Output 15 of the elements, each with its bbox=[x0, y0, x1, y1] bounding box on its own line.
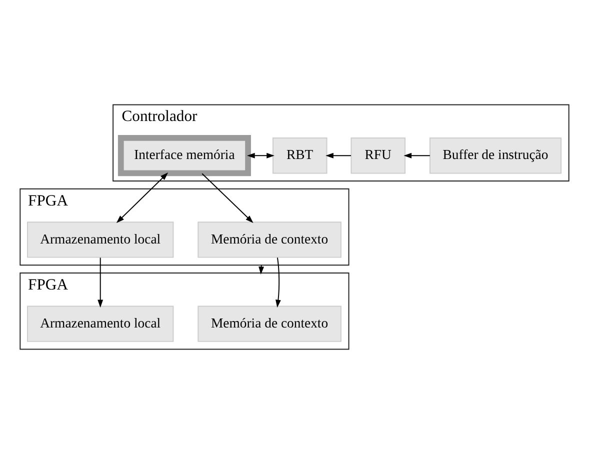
arrow bbox=[404, 152, 430, 158]
node-box: Interface memória bbox=[118, 134, 251, 176]
node-box: RFU bbox=[350, 137, 406, 174]
node-box: Memória de contexto bbox=[198, 305, 342, 342]
node-box: Armazenamento local bbox=[27, 305, 174, 342]
arrow bbox=[98, 256, 104, 308]
arrow bbox=[116, 172, 168, 223]
arrow bbox=[247, 152, 274, 158]
node-box: RBT bbox=[272, 137, 328, 174]
arrow bbox=[276, 256, 281, 308]
node-box: Armazenamento local bbox=[27, 221, 174, 258]
arrow bbox=[202, 172, 254, 223]
node-box: Memória de contexto bbox=[198, 221, 342, 258]
node-box: Buffer de instrução bbox=[429, 137, 562, 174]
arrow bbox=[326, 152, 352, 158]
